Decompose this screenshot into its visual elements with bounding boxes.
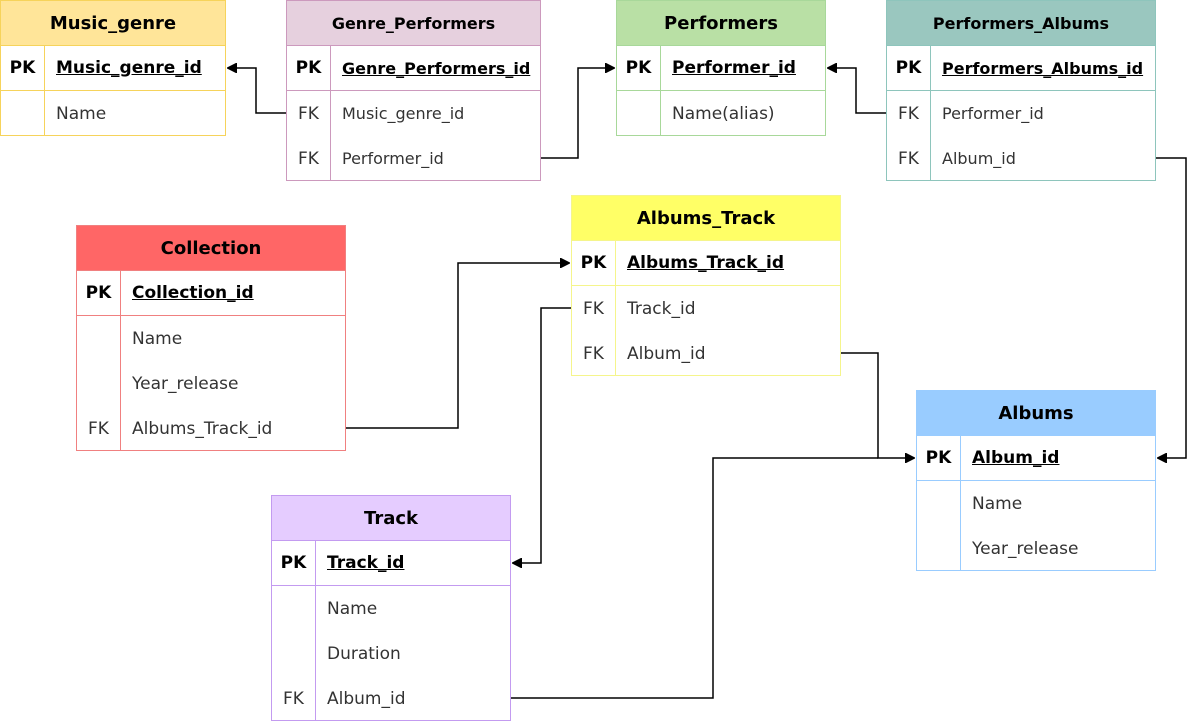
link-performers-albums-to-albums	[1156, 157, 1187, 458]
key-label: FK	[272, 676, 316, 721]
field-name: Albums_Track_id	[627, 253, 785, 273]
field-name: Music_genre_id	[56, 58, 202, 78]
key-label: FK	[77, 406, 121, 451]
key-label	[617, 91, 661, 136]
field-row[interactable]: FK Music_genre_id	[287, 91, 540, 136]
table-title: Genre_Performers	[287, 1, 540, 46]
link-genre-performers-to-performers	[541, 68, 614, 159]
key-label: PK	[272, 541, 316, 585]
table-title: Albums_Track	[572, 196, 840, 241]
link-genre-performers-to-music-genre	[228, 68, 286, 114]
field-row[interactable]: FK Albums_Track_id	[77, 406, 345, 451]
primary-key-row[interactable]: PK Performers_Albums_id	[887, 46, 1155, 91]
field-name: Performer_id	[672, 58, 796, 78]
key-label: PK	[287, 46, 331, 90]
primary-key-row[interactable]: PK Track_id	[272, 541, 510, 586]
field-row[interactable]: Year_release	[917, 526, 1155, 571]
key-label	[272, 631, 316, 676]
key-label: FK	[887, 136, 931, 181]
field-name: Performer_id	[342, 149, 444, 168]
table-title: Collection	[77, 226, 345, 271]
link-collection-to-albums-track	[346, 263, 569, 429]
field-name: Collection_id	[132, 283, 254, 303]
field-name: Name	[327, 598, 378, 619]
key-label	[1, 91, 45, 136]
field-name: Performer_id	[942, 104, 1044, 123]
field-name: Name	[132, 328, 183, 349]
primary-key-row[interactable]: PK Music_genre_id	[1, 46, 225, 91]
primary-key-row[interactable]: PK Performer_id	[617, 46, 825, 91]
link-albums-track-to-albums	[841, 352, 914, 458]
field-name: Album_id	[327, 688, 406, 709]
field-row[interactable]: Name	[1, 91, 225, 136]
field-row[interactable]: Name	[917, 481, 1155, 526]
field-row[interactable]: Name(alias)	[617, 91, 825, 136]
primary-key-row[interactable]: PK Albums_Track_id	[572, 241, 840, 286]
key-label	[917, 481, 961, 526]
field-row[interactable]: Duration	[272, 631, 510, 676]
field-row[interactable]: Name	[272, 586, 510, 631]
key-label: PK	[887, 46, 931, 90]
field-name: Name	[56, 103, 107, 124]
primary-key-row[interactable]: PK Album_id	[917, 436, 1155, 481]
key-label	[77, 316, 121, 361]
key-label	[77, 361, 121, 406]
key-label	[917, 526, 961, 571]
field-name: Name	[972, 493, 1023, 514]
primary-key-row[interactable]: PK Genre_Performers_id	[287, 46, 540, 91]
key-label: PK	[617, 46, 661, 90]
link-performers-albums-to-performers	[828, 68, 886, 114]
table-performers-albums[interactable]: Performers_Albums PK Performers_Albums_i…	[886, 0, 1156, 181]
field-row[interactable]: FK Track_id	[572, 286, 840, 331]
field-row[interactable]: FK Performer_id	[887, 91, 1155, 136]
field-row[interactable]: FK Performer_id	[287, 136, 540, 181]
key-label: FK	[287, 91, 331, 136]
table-track[interactable]: Track PK Track_id Name Duration FK Album…	[271, 495, 511, 721]
key-label	[272, 586, 316, 631]
key-label: PK	[1, 46, 45, 90]
field-name: Duration	[327, 643, 401, 664]
field-name: Track_id	[327, 553, 405, 573]
table-albums[interactable]: Albums PK Album_id Name Year_release	[916, 390, 1156, 571]
table-title: Track	[272, 496, 510, 541]
field-name: Year_release	[132, 373, 239, 394]
field-name: Album_id	[942, 149, 1016, 168]
table-performers[interactable]: Performers PK Performer_id Name(alias)	[616, 0, 826, 136]
field-name: Name(alias)	[672, 103, 775, 124]
field-name: Music_genre_id	[342, 104, 465, 123]
table-title: Albums	[917, 391, 1155, 436]
field-name: Track_id	[627, 298, 696, 319]
link-track-to-albums	[511, 457, 878, 699]
field-row[interactable]: FK Album_id	[572, 331, 840, 376]
key-label: PK	[572, 241, 616, 285]
table-genre-performers[interactable]: Genre_Performers PK Genre_Performers_id …	[286, 0, 541, 181]
table-music-genre[interactable]: Music_genre PK Music_genre_id Name	[0, 0, 226, 136]
table-collection[interactable]: Collection PK Collection_id Name Year_re…	[76, 225, 346, 451]
field-row[interactable]: FK Album_id	[272, 676, 510, 721]
key-label: FK	[572, 331, 616, 376]
table-title: Performers_Albums	[887, 1, 1155, 46]
field-name: Performers_Albums_id	[942, 58, 1144, 78]
field-row[interactable]: Year_release	[77, 361, 345, 406]
key-label: FK	[287, 136, 331, 181]
primary-key-row[interactable]: PK Collection_id	[77, 271, 345, 316]
field-row[interactable]: Name	[77, 316, 345, 361]
table-title: Performers	[617, 1, 825, 46]
key-label: PK	[77, 271, 121, 315]
field-name: Album_id	[972, 448, 1060, 468]
table-title: Music_genre	[1, 1, 225, 46]
field-name: Genre_Performers_id	[342, 58, 531, 78]
field-name: Year_release	[972, 538, 1079, 559]
table-albums-track[interactable]: Albums_Track PK Albums_Track_id FK Track…	[571, 195, 841, 376]
key-label: PK	[917, 436, 961, 480]
field-name: Album_id	[627, 343, 706, 364]
field-name: Albums_Track_id	[132, 418, 273, 439]
field-row[interactable]: FK Album_id	[887, 136, 1155, 181]
link-albums-track-to-track	[513, 307, 571, 563]
key-label: FK	[887, 91, 931, 136]
key-label: FK	[572, 286, 616, 331]
